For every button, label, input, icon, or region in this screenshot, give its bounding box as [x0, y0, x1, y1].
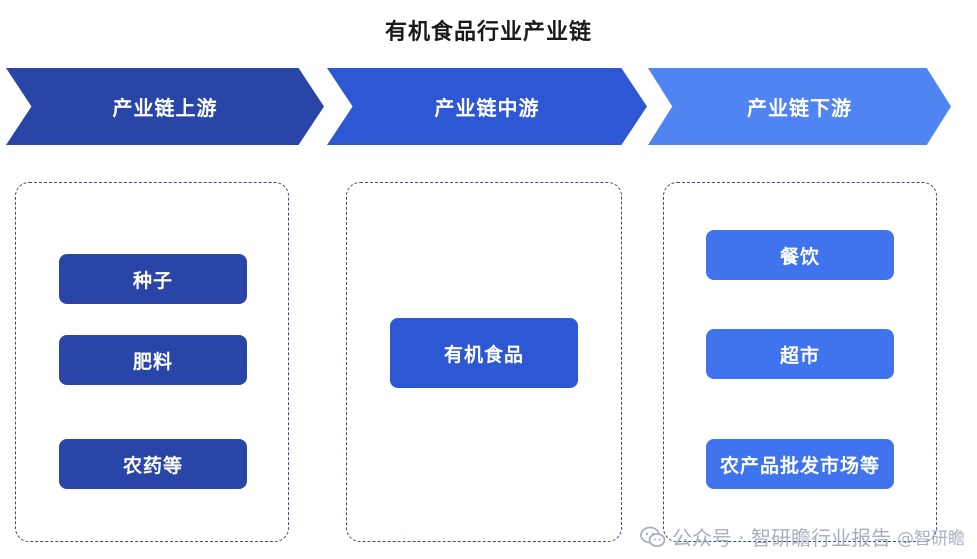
upstream-item-pesticides: 农药等	[59, 439, 247, 489]
wechat-icon	[640, 526, 666, 547]
midstream-panel	[346, 182, 622, 542]
upstream-item-seeds: 种子	[59, 254, 247, 304]
watermark-handle: @智研瞻	[897, 529, 965, 549]
downstream-item-wholesale-market: 农产品批发市场等	[706, 439, 894, 489]
upstream-item-fertilizer: 肥料	[59, 335, 247, 385]
downstream-item-catering: 餐饮	[706, 230, 894, 280]
upstream-panel	[15, 182, 289, 542]
watermark: 公众号 · 智研瞻行业报告 @智研瞻	[640, 522, 965, 551]
stage-midstream-header: 产业链中游	[327, 68, 647, 145]
downstream-item-supermarket: 超市	[706, 329, 894, 379]
midstream-item-organic-food: 有机食品	[390, 318, 578, 388]
stage-downstream-header: 产业链下游	[648, 68, 951, 145]
page-title: 有机食品行业产业链	[384, 20, 592, 45]
downstream-panel	[663, 182, 937, 542]
watermark-text: 公众号 · 智研瞻行业报告	[671, 526, 891, 550]
stage-upstream-header: 产业链上游	[6, 68, 324, 145]
